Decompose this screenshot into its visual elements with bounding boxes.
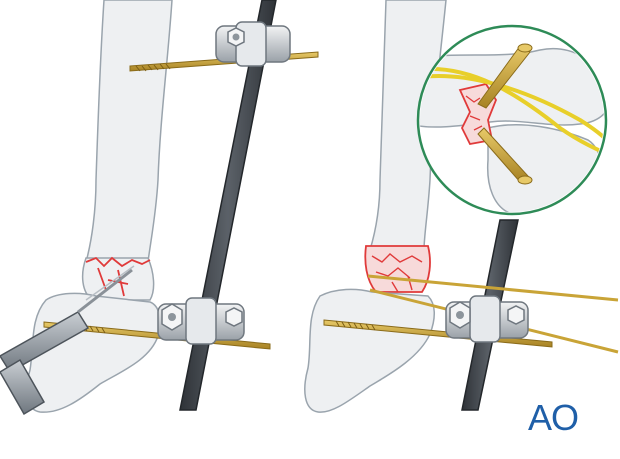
lower-clamp-right (445, 295, 529, 343)
magnified-inset (416, 24, 608, 216)
ao-logo: AO (527, 397, 579, 438)
distal-bone-left (26, 292, 161, 413)
left-panel (0, 0, 319, 416)
fracture-line-left (85, 256, 151, 297)
inset-wire-2 (420, 66, 604, 158)
inset-bone-lower (486, 124, 603, 212)
proximal-phalanx-bone-left (85, 0, 173, 263)
right-panel (304, 0, 619, 413)
fracture-fragments-right (371, 253, 423, 293)
lower-clamp-left (157, 297, 245, 345)
inset-pin-upper (477, 45, 531, 109)
k-wire-driver-left (0, 265, 135, 416)
upper-clamp-left (215, 21, 291, 67)
inset-fracture-lines (465, 95, 483, 131)
distal-bone-right (304, 288, 435, 413)
